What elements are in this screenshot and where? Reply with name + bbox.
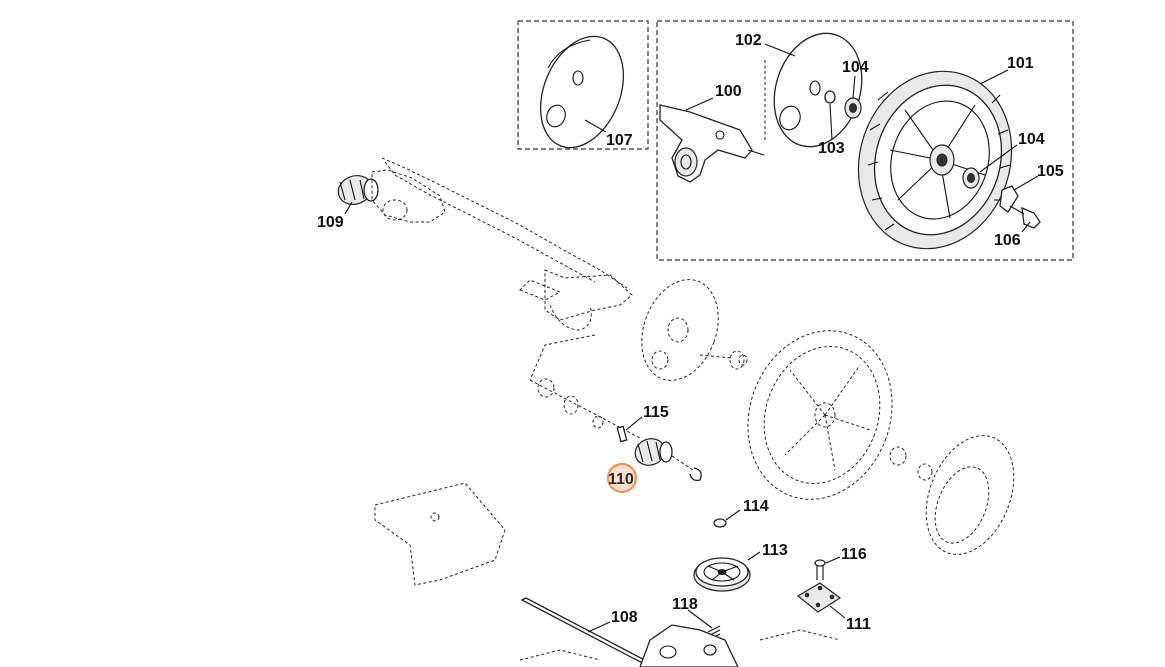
callout-113[interactable]: 113	[762, 542, 788, 559]
washer-103	[824, 90, 836, 104]
shaft-108	[520, 597, 659, 667]
clip-114	[713, 518, 727, 528]
leader-lines	[344, 43, 1039, 633]
callout-108[interactable]: 108	[611, 609, 638, 626]
front-wheel-outline	[747, 330, 933, 500]
pinion-109	[337, 175, 379, 205]
callout-116[interactable]: 116	[841, 546, 867, 563]
small-parts-outline	[529, 378, 641, 439]
callout-106[interactable]: 106	[994, 232, 1021, 249]
detail-box-hubcap	[517, 20, 649, 150]
axle-bracket-100	[659, 104, 765, 183]
wheel-disc-outline	[641, 279, 748, 381]
axle-assembly-outline	[371, 157, 633, 381]
callout-109[interactable]: 109	[317, 214, 344, 231]
wheel-cover-102	[764, 32, 863, 148]
gearbox-housing	[519, 624, 841, 667]
callout-104-lower[interactable]: 104	[1018, 131, 1045, 148]
callout-114[interactable]: 114	[743, 498, 769, 515]
pulley-113	[693, 557, 751, 592]
callout-103[interactable]: 103	[818, 140, 845, 157]
callout-111[interactable]: 111	[846, 616, 871, 633]
wheel-101	[857, 70, 1013, 250]
hubcap-outline	[925, 435, 1015, 555]
bearing-104-upper	[844, 97, 862, 119]
callout-104-upper[interactable]: 104	[842, 59, 869, 76]
callout-115[interactable]: 115	[643, 404, 669, 421]
deck-plate-outline	[374, 482, 506, 586]
callout-101[interactable]: 101	[1007, 55, 1034, 72]
clip-105	[999, 185, 1019, 213]
plate-111	[796, 582, 842, 613]
detail-box-wheel	[656, 20, 1074, 261]
callout-105[interactable]: 105	[1037, 163, 1064, 180]
callout-110[interactable]: 110	[608, 471, 634, 488]
screw-116	[814, 559, 826, 580]
callout-107[interactable]: 107	[606, 132, 633, 149]
hubcap-107	[539, 35, 625, 149]
highlight-marker-110[interactable]	[606, 462, 638, 494]
callout-118[interactable]: 118	[672, 596, 698, 613]
gear-110	[634, 438, 702, 482]
bolt-106	[1009, 205, 1041, 229]
callout-102[interactable]: 102	[735, 32, 762, 49]
key-115	[616, 425, 628, 443]
callout-100[interactable]: 100	[715, 83, 742, 100]
bearing-104-lower	[962, 167, 980, 189]
